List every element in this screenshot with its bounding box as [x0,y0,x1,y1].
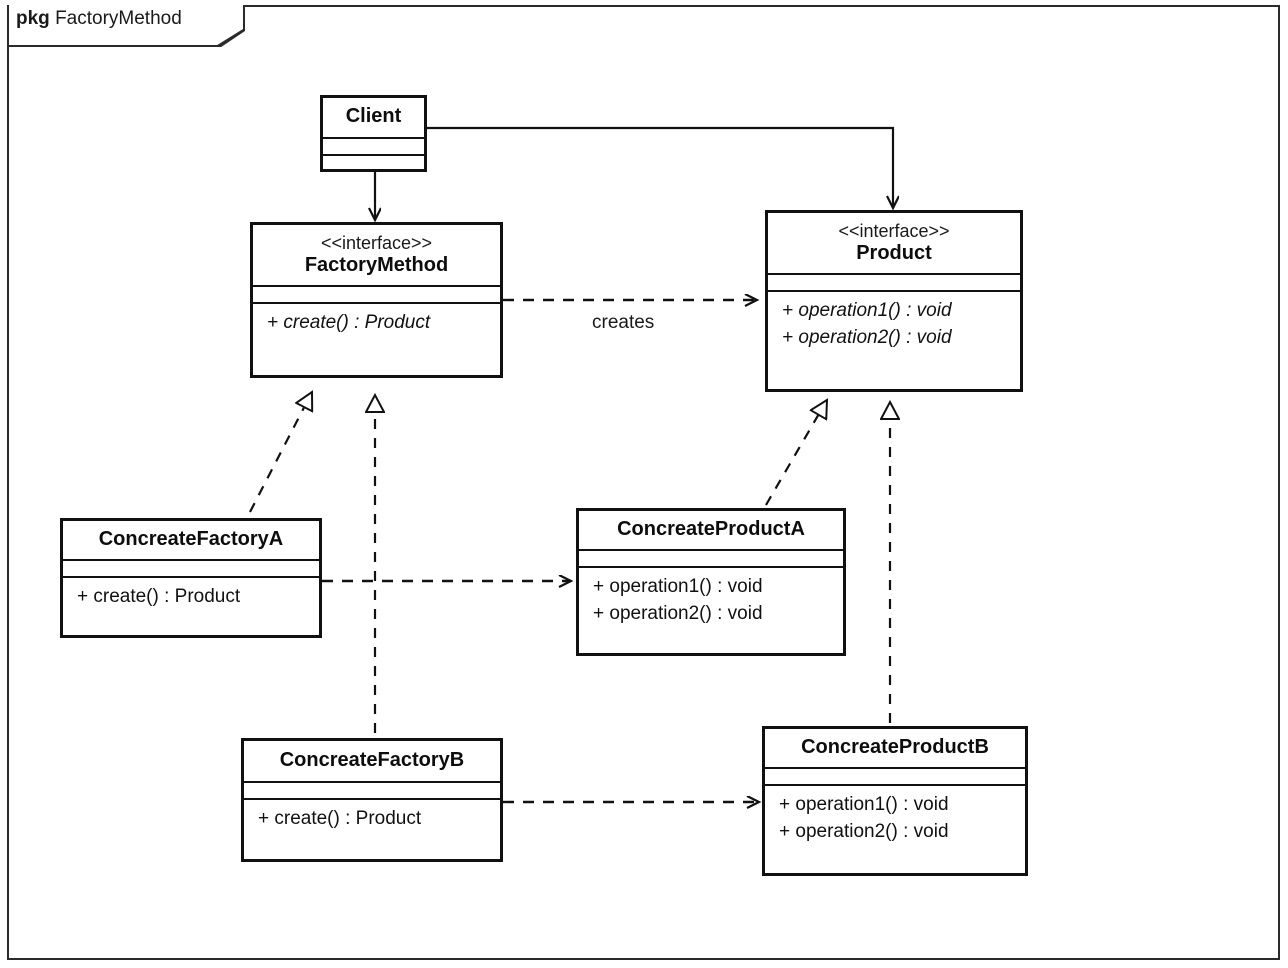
class-stereotype-product: <<interface>> [838,221,950,241]
class-name-compartment: <<interface>> Product [768,213,1020,273]
class-title-client: Client [345,105,402,127]
package-label: pkg FactoryMethod [16,8,182,30]
class-operations-compartment: + operation1() : void + operation2() : v… [768,290,1020,359]
class-name-compartment: ConcreateFactoryB [244,741,500,781]
class-attributes-compartment [323,137,424,154]
class-title-concreateproductb: ConcreateProductB [801,736,989,758]
class-attributes-compartment [63,559,319,576]
class-attributes-compartment [253,285,500,302]
class-name-compartment: Client [323,98,424,137]
package-tab-fill [9,5,243,45]
class-attributes-compartment [768,273,1020,290]
class-box-concreateproducta[interactable]: ConcreateProductA + operation1() : void … [576,508,846,656]
package-name: FactoryMethod [55,8,182,29]
class-title-factorymethod: FactoryMethod [304,253,449,276]
package-tab [7,5,245,47]
class-box-product[interactable]: <<interface>> Product + operation1() : v… [765,210,1023,392]
class-name-compartment: ConcreateFactoryA [63,521,319,559]
operation-item: + operation1() : void [593,576,763,598]
class-title-product: Product [856,241,932,264]
class-attributes-compartment [579,549,843,566]
class-name-compartment: <<interface>> FactoryMethod [253,225,500,285]
class-box-concreatefactoryb[interactable]: ConcreateFactoryB + create() : Product [241,738,503,862]
class-name-compartment: ConcreateProductA [579,511,843,549]
operation-item: + operation2() : void [593,603,763,625]
class-operations-compartment [323,154,424,174]
class-title-concreatefactorya: ConcreateFactoryA [98,528,284,550]
class-box-factorymethod[interactable]: <<interface>> FactoryMethod + create() :… [250,222,503,378]
operation-item: + create() : Product [77,586,241,608]
class-attributes-compartment [765,767,1025,784]
operation-item: + operation2() : void [779,821,949,843]
edge-label-creates: creates [592,312,655,333]
operation-item: + operation1() : void [779,794,949,816]
class-box-client[interactable]: Client [320,95,427,172]
class-stereotype-factorymethod: <<interface>> [320,233,433,253]
class-attributes-compartment [244,781,500,798]
package-frame [7,5,1280,960]
class-title-concreatefactoryb: ConcreateFactoryB [279,749,465,771]
class-title-concreateproducta: ConcreateProductA [617,518,805,540]
class-operations-compartment: + create() : Product [253,302,500,344]
class-operations-compartment: + operation1() : void + operation2() : v… [579,566,843,635]
class-operations-compartment: + create() : Product [63,576,319,618]
operation-item: + operation1() : void [782,300,952,322]
operation-item: + operation2() : void [782,327,952,349]
class-operations-compartment: + create() : Product [244,798,500,840]
operation-item: + create() : Product [267,312,431,334]
class-name-compartment: ConcreateProductB [765,729,1025,767]
class-box-concreateproductb[interactable]: ConcreateProductB + operation1() : void … [762,726,1028,876]
class-box-concreatefactorya[interactable]: ConcreateFactoryA + create() : Product [60,518,322,638]
class-operations-compartment: + operation1() : void + operation2() : v… [765,784,1025,853]
operation-item: + create() : Product [258,808,422,830]
package-keyword: pkg [16,8,50,29]
